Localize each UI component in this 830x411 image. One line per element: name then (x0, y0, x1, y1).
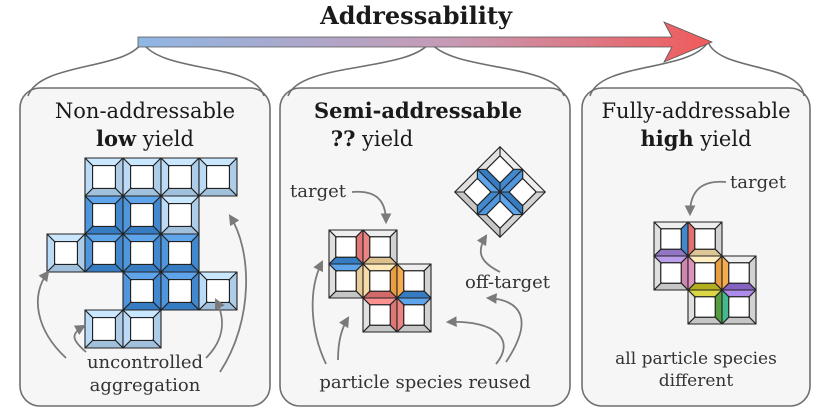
panel3-label-target: target (730, 172, 787, 193)
panel3-target-arrow (684, 180, 727, 217)
particle-tile (328, 229, 364, 265)
panel2-off-target-arrow (476, 234, 501, 273)
particle-structure-fully-target (653, 221, 757, 325)
particle-tile (328, 263, 364, 299)
panel2-heading-line1: Semi-addressable (314, 98, 522, 123)
particle-structure-semi-off-target (454, 146, 546, 238)
panel2-heading-line2: ?? yield (331, 126, 413, 151)
particle-tile (160, 233, 200, 273)
particle-tile (198, 157, 238, 197)
particle-tile (362, 263, 398, 299)
diagram-title: Addressability (319, 1, 513, 30)
panel3-heading-bold: high (640, 126, 693, 151)
panel1-annotation-arrows (36, 214, 247, 373)
particle-tile (160, 157, 200, 197)
particle-tile (122, 233, 162, 273)
particle-tile (653, 221, 689, 257)
addressability-arrow (137, 21, 714, 63)
particle-structure-semi-target (328, 229, 432, 333)
particle-tile (84, 309, 124, 349)
panel2-target-arrow (351, 190, 392, 225)
particle-tile (122, 309, 162, 349)
particle-tile (122, 271, 162, 311)
particle-tile (687, 221, 723, 257)
particle-tile (476, 191, 524, 238)
particle-tile (122, 195, 162, 235)
particle-tile (396, 263, 432, 299)
panel2-annotation-line1: particle species reused (319, 372, 530, 393)
panel1-heading-line1: Non-addressable (55, 99, 235, 123)
panel3-heading-rest: yield (694, 127, 752, 151)
particle-tile (46, 233, 86, 273)
particle-tile (653, 255, 689, 291)
particle-aggregate-non-addressable (46, 157, 238, 349)
panel1-heading-rest: yield (136, 127, 194, 151)
panel3-heading-line2: high yield (640, 126, 751, 151)
particle-tile (84, 157, 124, 197)
particle-tile (84, 233, 124, 273)
particle-tile (84, 195, 124, 235)
panel2-heading-bold: ?? (331, 126, 356, 151)
panel2-label-target: target (290, 181, 347, 202)
panel2-label-off-target: off-target (465, 272, 551, 293)
particle-tile (687, 289, 723, 325)
panel1-heading-line2: low yield (96, 126, 194, 151)
off-target-cluster (454, 146, 546, 238)
panel2-annotation-arrows (311, 260, 523, 365)
particle-tile (396, 297, 432, 333)
particle-tile (721, 289, 757, 325)
panel1-annotation-line1: uncontrolled (87, 352, 203, 373)
panel-connectors (27, 41, 805, 97)
panel1-annotation-line2: aggregation (90, 375, 201, 396)
panel3-annotation-line1: all particle species (615, 349, 777, 369)
particle-tile (122, 157, 162, 197)
panel2-heading-rest: yield (355, 127, 413, 151)
panel3-heading-line1: Fully-addressable (601, 99, 790, 123)
particle-tile (362, 229, 398, 265)
particle-tile (687, 255, 723, 291)
particle-tile (721, 255, 757, 291)
particle-tile (160, 195, 200, 235)
panel3-annotation-line2: different (659, 371, 734, 391)
particle-tile (160, 271, 200, 311)
particle-tile (362, 297, 398, 333)
panel1-heading-bold: low (96, 126, 137, 151)
